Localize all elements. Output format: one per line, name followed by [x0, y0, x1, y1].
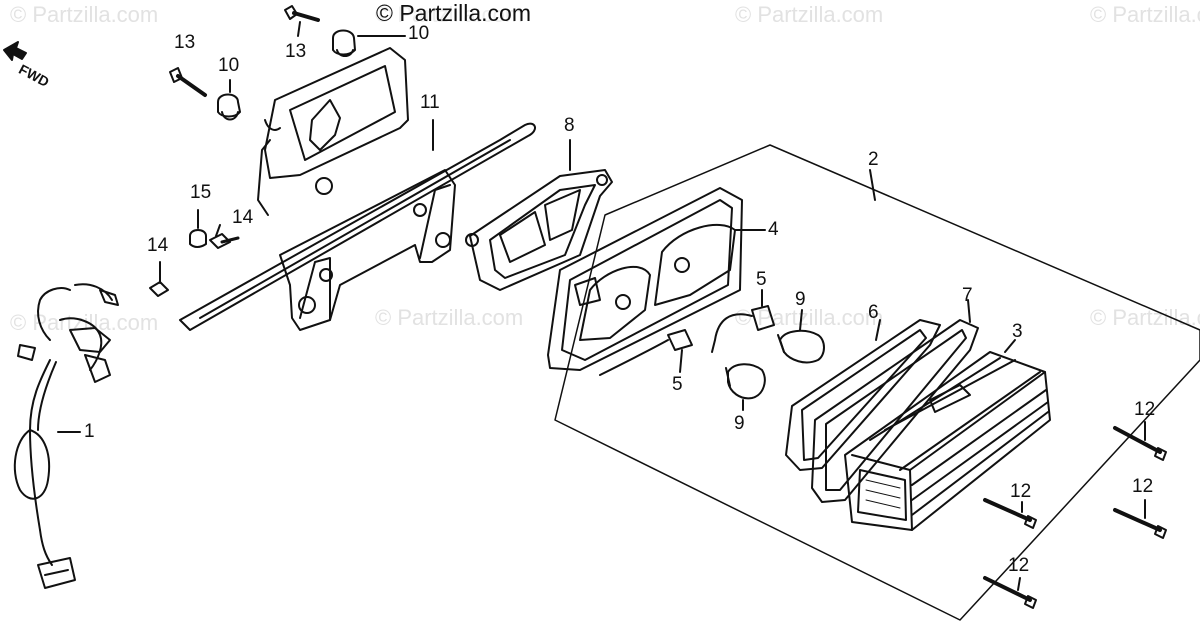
callout-3: 3 [1012, 321, 1023, 342]
copyright-text: © Partzilla.com [376, 0, 531, 26]
watermark: © Partzilla.com [735, 2, 884, 27]
callout-12: 12 [1008, 555, 1030, 576]
gasket-part [465, 169, 613, 291]
watermark: © Partzilla.com [10, 310, 159, 335]
watermark: © Partzilla.com [735, 305, 884, 330]
leader-line [799, 309, 803, 331]
leader-line [679, 349, 683, 373]
callout-13: 13 [285, 41, 307, 62]
callout-9: 9 [734, 413, 745, 434]
callout-2: 2 [868, 149, 879, 170]
callout-10: 10 [218, 55, 240, 76]
watermark: © Partzilla.com [1090, 305, 1200, 330]
leader-line [875, 319, 881, 341]
callout-7: 7 [962, 285, 973, 306]
bracket-part [179, 47, 536, 331]
callout-12: 12 [1134, 399, 1156, 420]
bulb-part [725, 329, 825, 400]
callout-15: 15 [190, 182, 212, 203]
callout-8: 8 [564, 115, 575, 136]
watermark: © Partzilla.com [375, 305, 524, 330]
screw-part [983, 426, 1167, 609]
wire-harness-part [13, 283, 119, 589]
leader-line [1017, 577, 1021, 591]
leader-line [1004, 339, 1016, 353]
callout-4: 4 [768, 219, 779, 240]
bolt-part [169, 5, 320, 97]
watermark: © Partzilla.com [375, 2, 524, 27]
assembly-outline [554, 144, 1200, 621]
callout-12: 12 [1010, 481, 1032, 502]
bulb-socket-part [599, 305, 775, 376]
callout-14: 14 [232, 207, 254, 228]
callout-9: 9 [795, 289, 806, 310]
callout-11: 11 [420, 92, 440, 113]
leader-line [297, 21, 301, 37]
fwd-arrow-icon [3, 41, 27, 61]
callout-13: 13 [174, 32, 196, 53]
grommet-part [217, 29, 356, 121]
leader-line [869, 169, 876, 201]
taillight-base-part [547, 187, 743, 371]
watermark: © Partzilla.com [10, 2, 159, 27]
callout-5: 5 [756, 269, 767, 290]
callout-1: 1 [84, 421, 95, 442]
leader-line [215, 224, 221, 237]
callout-10: 10 [408, 23, 430, 44]
watermark: © Partzilla.com [1090, 2, 1200, 27]
nut-part [149, 229, 240, 297]
callout-6: 6 [868, 302, 879, 323]
lens-gasket-part [785, 319, 941, 471]
callout-5: 5 [672, 374, 683, 395]
taillight-lens-part [844, 351, 1051, 531]
callout-14: 14 [147, 235, 169, 256]
leader-line [967, 299, 971, 323]
callout-12: 12 [1132, 476, 1154, 497]
